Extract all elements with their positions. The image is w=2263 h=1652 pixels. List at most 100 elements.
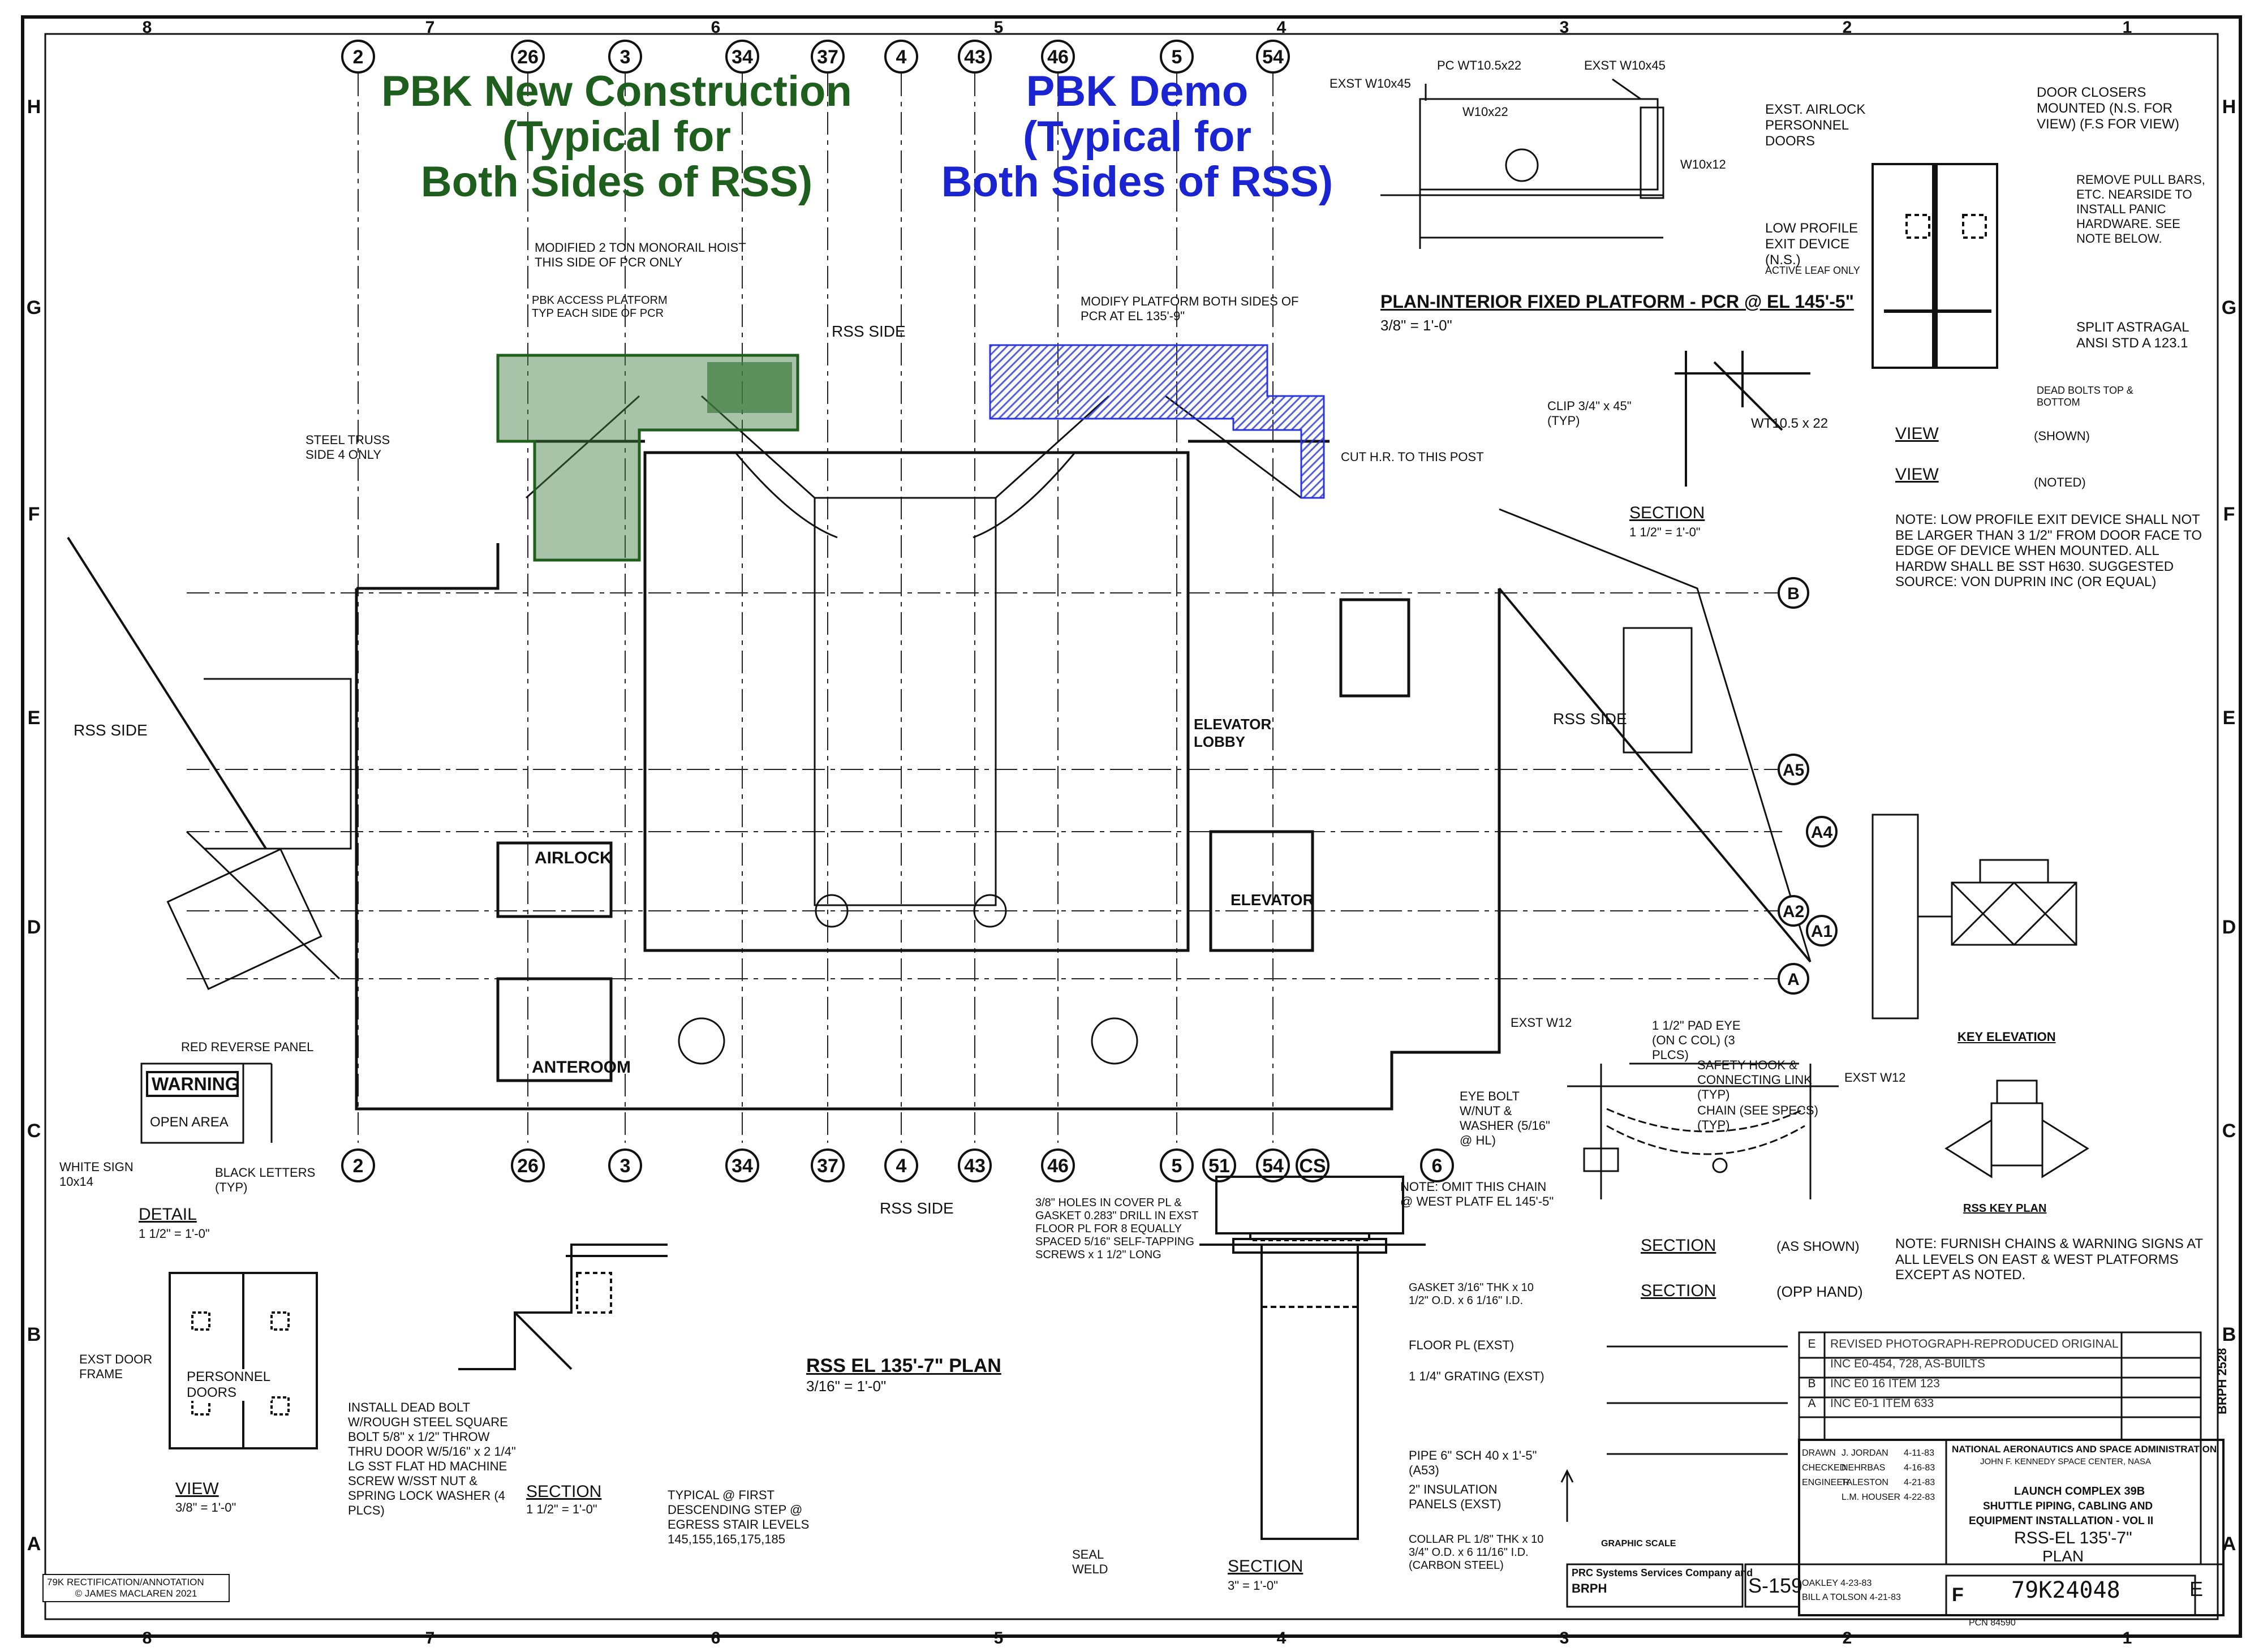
grid-bubble-label: 26	[517, 1155, 539, 1177]
grid-bubble-label: 43	[964, 46, 986, 68]
title-project: LAUNCH COMPLEX 39B	[2014, 1485, 2145, 1498]
view-d-title: VIEW	[1895, 424, 1939, 443]
grid-bubble	[725, 1148, 759, 1182]
chain-specs-note: CHAIN (SEE SPECS) (TYP)	[1697, 1103, 1818, 1132]
sheet-number: S-159	[1748, 1574, 1803, 1597]
firm-name: PRC Systems Services Company and	[1572, 1567, 1753, 1578]
signature-role	[1802, 1492, 1842, 1507]
copyright-line-2: © JAMES MACLAREN 2021	[75, 1588, 197, 1599]
zone-row-label: H	[2222, 96, 2236, 118]
zone-row-label: F	[2223, 504, 2235, 525]
sheet-subtitle: PLAN	[2042, 1547, 2084, 1565]
signature-role: CHECKED	[1802, 1463, 1847, 1473]
grid-bubble-label: 46	[1047, 46, 1069, 68]
submitted-by: OAKLEY 4-23-83	[1802, 1578, 1872, 1588]
grid-bubble	[511, 40, 545, 74]
grid-bubble-label: 43	[964, 1155, 986, 1177]
title-center: JOHN F. KENNEDY SPACE CENTER, NASA	[1980, 1457, 2152, 1466]
install-dead-bolt-note: INSTALL DEAD BOLT W/ROUGH STEEL SQUARE B…	[348, 1400, 516, 1517]
signature-name: TALESTON	[1842, 1478, 1888, 1487]
steel-truss-note: STEEL TRUSS SIDE 4 ONLY	[306, 433, 390, 462]
clip-label: CLIP 3/4" x 45" (TYP)	[1547, 399, 1632, 428]
view-d-note: (SHOWN)	[2034, 429, 2090, 443]
zone-column-label: 4	[1277, 18, 1287, 37]
pad-eye-note: 1 1/2" PAD EYE (ON C COL) (3 PLCS)	[1652, 1018, 1741, 1062]
zone-row-label: F	[28, 504, 40, 525]
grid-bubble-label: 51	[1208, 1155, 1230, 1177]
revision-description: REVISED PHOTOGRAPH-REPRODUCED ORIGINAL	[1830, 1337, 2119, 1350]
grid-bubble	[511, 1148, 545, 1182]
revision-row: A INC E0-1 ITEM 633	[1799, 1393, 2122, 1413]
signature-role: DRAWN	[1802, 1448, 1836, 1458]
zone-column-label: 2	[1843, 18, 1852, 37]
pipe-note: PIPE 6" SCH 40 x 1'-5" (A53)	[1409, 1448, 1537, 1477]
title-block	[1566, 1331, 2225, 1616]
sheet-title: RSS-EL 135'-7"	[2014, 1529, 2132, 1547]
zone-column-label: 5	[994, 18, 1004, 37]
revision-description: INC E0-454, 728, AS-BUILTS	[1830, 1357, 1985, 1370]
section-g-title: SECTION	[1641, 1236, 1716, 1255]
zone-column-label: 7	[425, 18, 435, 37]
demo-line-1: PBK Demo	[1026, 67, 1249, 115]
w10x12-label: W10x12	[1680, 157, 1726, 171]
size-code: F	[1952, 1584, 1964, 1606]
grid-bubble-label: A	[1787, 970, 1800, 989]
airlock-doors-note: EXST. AIRLOCK PERSONNEL DOORS	[1765, 102, 1866, 149]
section-f-scale: 1 1/2" = 1'-0"	[1629, 525, 1701, 539]
pbk-access-note: PBK ACCESS PLATFORM TYP EACH SIDE OF PCR	[532, 294, 668, 320]
grid-bubble	[1041, 1148, 1075, 1182]
key-elevation-title: KEY ELEVATION	[1957, 1030, 2056, 1044]
grid-bubble	[1202, 1148, 1236, 1182]
section-g-detail	[1567, 1062, 1839, 1199]
revision-description: INC E0-1 ITEM 633	[1830, 1396, 1934, 1410]
grid-bubble	[958, 1148, 992, 1182]
grid-bubble	[884, 1148, 918, 1182]
zone-column-label: 1	[2123, 18, 2132, 37]
grid-bubble	[1296, 1148, 1330, 1182]
detail-k-warning-sign	[140, 1062, 273, 1144]
demo-heading: PBK Demo (Typical for Both Sides of RSS)	[883, 69, 1392, 204]
grid-bubble	[1806, 816, 1838, 847]
white-sign-note: WHITE SIGN 10x14	[59, 1160, 134, 1189]
graphic-scale-label: GRAPHIC SCALE	[1601, 1539, 1676, 1548]
section-g-note: (AS SHOWN)	[1776, 1239, 1860, 1254]
pcn-number: PCN 84590	[1969, 1618, 2016, 1628]
grid-bubble	[341, 40, 375, 74]
grid-bubble	[811, 1148, 845, 1182]
grid-bubble-label: 37	[817, 1155, 838, 1177]
grating-note: 1 1/4" GRATING (EXST)	[1409, 1369, 1544, 1383]
detail-k-title: DETAIL	[139, 1205, 197, 1224]
firm-name-2: BRPH	[1572, 1581, 1607, 1595]
safety-hook-note: SAFETY HOOK & CONNECTING LINK (TYP)	[1697, 1058, 1812, 1102]
plan-outline	[67, 395, 1812, 1111]
zone-row-label: E	[28, 707, 41, 729]
side-id: BRPH 2528	[2215, 1348, 2229, 1414]
revision-letter-cell: A	[1808, 1396, 1816, 1410]
zone-row-label: G	[27, 297, 41, 319]
rss-side-1-label: RSS SIDE	[832, 322, 906, 340]
monorail-hoist-note: MODIFIED 2 TON MONORAIL HOIST THIS SIDE …	[535, 240, 746, 269]
grid-bubble-label: B	[1787, 584, 1800, 603]
insulation-note: 2" INSULATION PANELS (EXST)	[1409, 1482, 1502, 1511]
revision-letter-cell: E	[1808, 1337, 1816, 1350]
zone-row-label: B	[2222, 1324, 2236, 1345]
elevator-lobby-label: ELEVATOR LOBBY	[1194, 716, 1272, 750]
rss-side-3-label: RSS SIDE	[880, 1199, 954, 1217]
detail-k-scale: 1 1/2" = 1'-0"	[139, 1227, 210, 1241]
revision-letter: E	[2189, 1577, 2204, 1601]
fixed-platform-title: PLAN-INTERIOR FIXED PLATFORM - PCR @ EL …	[1380, 291, 1854, 312]
grid-bubble	[1778, 754, 1809, 785]
grid-bubble-label: 3	[620, 46, 631, 68]
grid-bubble-label: 34	[732, 1155, 753, 1177]
grid-bubble-label: 54	[1262, 46, 1284, 68]
grid-bubble	[811, 40, 845, 74]
signature-role: ENGINEER	[1802, 1478, 1849, 1487]
grid-bubble	[1420, 1148, 1454, 1182]
grid-bubble-label: 34	[732, 46, 753, 68]
